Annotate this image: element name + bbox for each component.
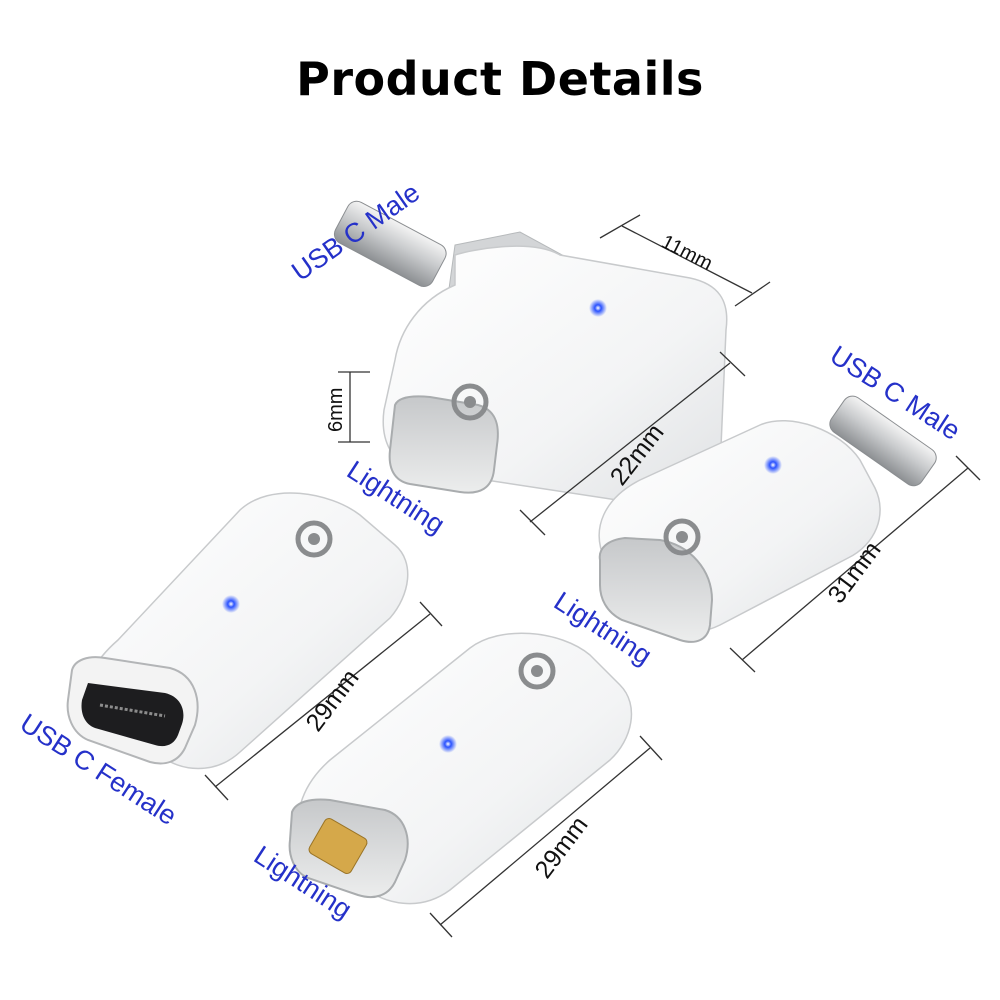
led-indicator [764,456,782,474]
led-indicator [222,595,240,613]
led-indicator [439,735,457,753]
adapter-right-angle [333,200,728,509]
led-indicator [589,299,607,317]
dimension-6mm: 6mm [325,371,370,443]
page-title: Product Details [296,52,704,106]
adapter-usbc-female [66,492,409,770]
dimension-label: 6mm [325,388,347,432]
adapter-lightning-female [288,632,633,905]
dimension-label: 11mm [658,231,716,275]
adapter-usbc-male-straight [598,395,937,643]
